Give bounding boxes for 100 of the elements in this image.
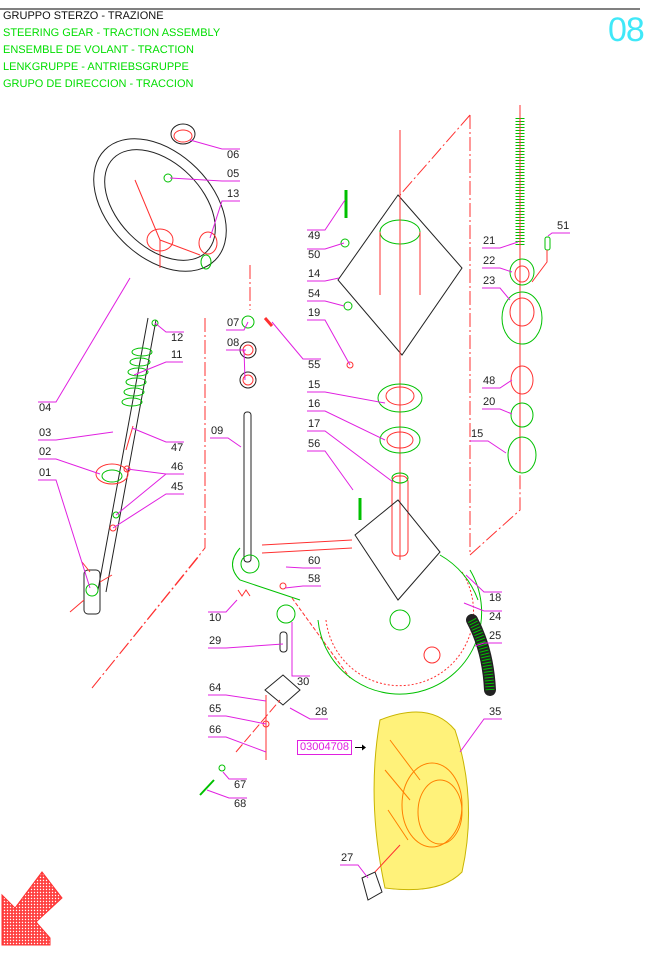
callout-number: 46: [170, 461, 184, 474]
leader-line: [190, 140, 240, 150]
callout-number: 66: [208, 724, 222, 737]
callout-number: 01: [38, 467, 52, 480]
leader-line: [170, 178, 240, 182]
callout-number: 16: [307, 398, 322, 411]
leader-line: [286, 566, 322, 568]
leader-line: [482, 380, 512, 388]
leader-line: [306, 242, 344, 250]
callout-number: 67: [233, 779, 248, 792]
leader-line: [306, 320, 350, 366]
callout-number: 56: [307, 438, 322, 451]
callout-number: 64: [208, 682, 222, 695]
leader-line: [306, 200, 346, 230]
leader-line: [38, 458, 100, 474]
leader-line: [154, 322, 184, 332]
callout-number: 06: [226, 149, 240, 162]
callout-number: 05: [226, 168, 240, 181]
callout-number: 04: [38, 402, 52, 415]
leader-line: [306, 278, 340, 282]
leader-line: [210, 438, 242, 448]
leader-line: [306, 300, 344, 306]
leader-line: [548, 232, 570, 236]
leader-line: [460, 718, 502, 752]
callout-number: 24: [488, 611, 502, 624]
callout-number: 47: [170, 442, 184, 455]
callout-number: 35: [488, 706, 502, 719]
callout-number: 27: [340, 852, 354, 865]
callout-number: 07: [226, 317, 240, 330]
leader-line: [210, 200, 240, 238]
leader-line: [482, 408, 512, 414]
reference-number: 03004708: [297, 740, 352, 755]
callout-number: 19: [307, 307, 322, 320]
callout-number: 22: [482, 255, 496, 268]
callout-number: 20: [482, 396, 496, 409]
callout-number: 30: [296, 676, 310, 689]
callout-number: 25: [488, 630, 502, 643]
callout-number: 48: [482, 375, 496, 388]
leader-line: [482, 268, 512, 272]
leader-line: [116, 474, 184, 516]
leader-line: [222, 772, 248, 780]
leader-line: [208, 736, 266, 752]
leader-line: [112, 494, 184, 528]
leader-line: [38, 278, 130, 402]
callout-number: 50: [307, 249, 322, 262]
callout-number: 58: [307, 573, 322, 586]
leader-line: [482, 288, 510, 300]
callout-number: 09: [210, 425, 224, 438]
callout-number: 03: [38, 427, 52, 440]
callout-number: 21: [482, 235, 496, 248]
leader-line: [284, 586, 322, 588]
callout-number: 18: [488, 592, 502, 605]
callout-number: 08: [226, 337, 240, 350]
callout-number: 17: [307, 418, 322, 431]
title-line: LENKGRUPPE - ANTRIEBSGRUPPE: [3, 61, 189, 74]
leader-line: [466, 574, 502, 592]
leader-line: [208, 644, 284, 648]
callout-number: 65: [208, 703, 222, 716]
callout-number: 15: [470, 428, 484, 441]
leader-line: [226, 350, 246, 380]
leader-line: [132, 428, 184, 442]
callout-number: 12: [170, 332, 184, 345]
page-number: 08: [608, 12, 644, 48]
callout-number: 10: [208, 612, 222, 625]
callout-number: 51: [556, 220, 570, 233]
leader-line: [306, 430, 394, 482]
leader-line: [38, 480, 90, 588]
leader-line: [470, 440, 506, 454]
leader-line: [306, 410, 386, 440]
leader-line: [134, 362, 184, 376]
leader-line: [272, 322, 322, 360]
leader-line: [474, 642, 502, 646]
leader-line: [290, 708, 328, 720]
callout-number: 13: [226, 188, 240, 201]
callout-number: 54: [307, 288, 322, 301]
leader-line: [306, 392, 386, 404]
callout-number: 29: [208, 635, 222, 648]
leader-line: [482, 242, 518, 248]
leader-line: [208, 716, 266, 724]
leader-line: [206, 790, 248, 798]
callout-number: 49: [307, 230, 322, 243]
leader-line: [226, 322, 248, 330]
callout-number: 68: [233, 798, 248, 811]
callout-number: 28: [314, 706, 328, 719]
callout-number: 23: [482, 275, 496, 288]
callout-number: 14: [307, 268, 322, 281]
callout-number: 02: [38, 446, 52, 459]
callout-number: 45: [170, 481, 184, 494]
leader-line: [208, 600, 238, 612]
title: GRUPPO STERZO - TRAZIONE: [3, 10, 164, 23]
callout-number: 15: [307, 379, 322, 392]
callout-number: 55: [307, 359, 322, 372]
title-line: GRUPO DE DIRECCION - TRACCION: [3, 78, 194, 91]
title-line: STEERING GEAR - TRACTION ASSEMBLY: [3, 27, 220, 40]
callout-number: 11: [170, 349, 184, 362]
leader-line: [208, 694, 266, 702]
title-line: ENSEMBLE DE VOLANT - TRACTION: [3, 44, 194, 57]
callout-number: 60: [307, 555, 322, 568]
leader-line: [340, 864, 368, 878]
leader-line: [306, 450, 354, 490]
